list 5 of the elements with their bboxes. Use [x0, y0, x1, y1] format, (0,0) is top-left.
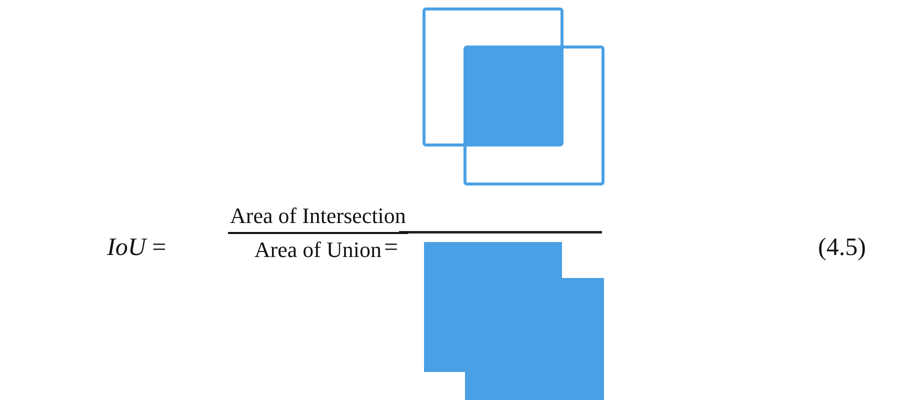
equation-text: = — [384, 235, 398, 260]
equation-text: IoU = — [107, 235, 166, 260]
equation-number: (4.5) — [818, 235, 866, 260]
denominator-text: Area of Union — [253, 236, 382, 264]
numerator-text: Area of Intersection — [229, 203, 407, 230]
